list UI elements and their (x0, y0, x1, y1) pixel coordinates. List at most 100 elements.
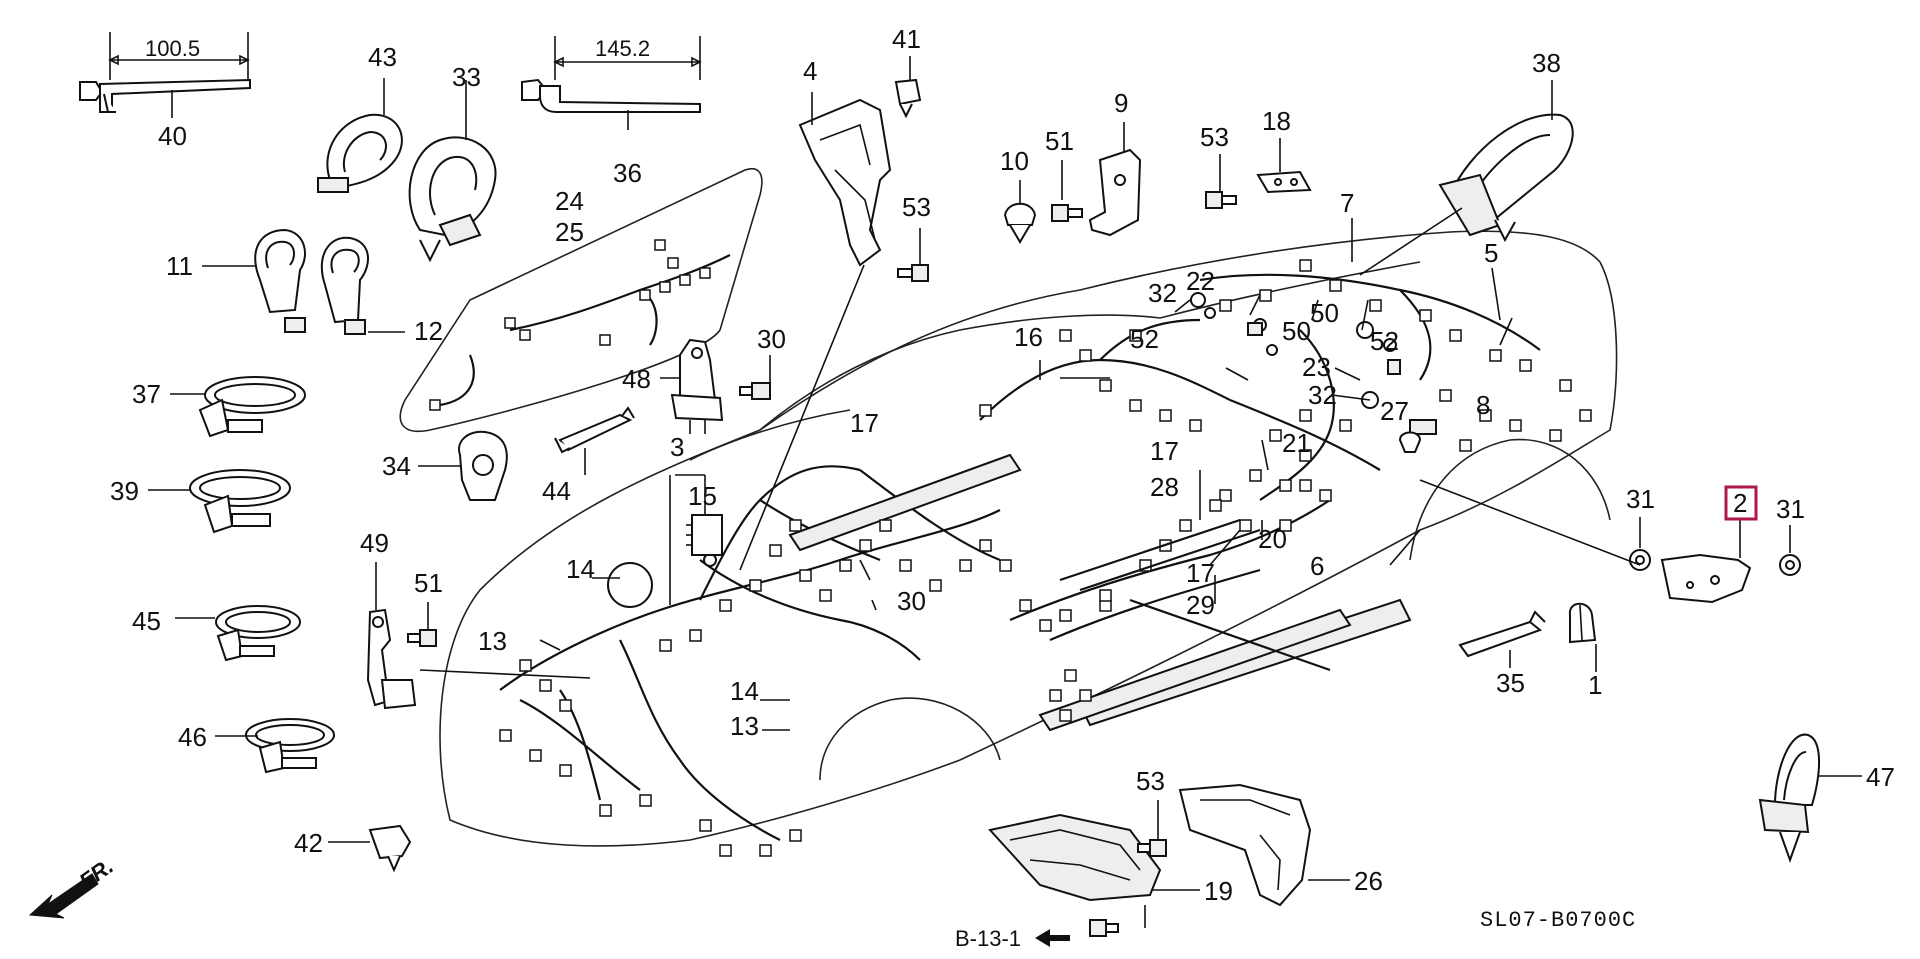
label-49: 49 (360, 528, 389, 558)
part-12-clamp (320, 236, 405, 335)
label-5: 5 (1484, 238, 1498, 268)
label-26: 26 (1354, 866, 1383, 896)
cross-reference-label: B-13-1 (955, 926, 1021, 951)
part-38-band (1438, 80, 1574, 243)
part-39-band-clip (148, 469, 291, 534)
label-17-mid: 17 (1150, 436, 1179, 466)
label-31-left: 31 (1626, 484, 1655, 514)
part-35-bracket (1458, 610, 1546, 668)
label-51-left: 51 (414, 568, 443, 598)
label-51-top: 51 (1045, 126, 1074, 156)
label-31-right: 31 (1776, 494, 1805, 524)
label-42: 42 (294, 828, 323, 858)
part-42-clip (328, 824, 412, 873)
label-30-top: 30 (757, 324, 786, 354)
label-40: 40 (158, 121, 187, 151)
part-34-grommet (418, 430, 508, 501)
part-2-bracket (1419, 479, 1752, 604)
part-33-band (408, 80, 497, 263)
label-2: 2 (1733, 488, 1747, 518)
label-36: 36 (613, 158, 642, 188)
part-labels: 100.5 145.2 40 36 43 33 24 2 5 11 12 3 7 3… (110, 24, 1895, 906)
label-19: 19 (1204, 876, 1233, 906)
part-53-bolt-right (1205, 154, 1237, 209)
label-4: 4 (803, 56, 817, 86)
label-23: 23 (1302, 352, 1331, 382)
label-38: 38 (1532, 48, 1561, 78)
label-29: 29 (1186, 590, 1215, 620)
label-33: 33 (452, 62, 481, 92)
label-3: 3 (670, 432, 684, 462)
part-11-clamp (202, 228, 306, 333)
label-1: 1 (1588, 670, 1602, 700)
label-17-top: 17 (850, 408, 879, 438)
label-34: 34 (382, 451, 411, 481)
part-41-clip (894, 56, 922, 119)
label-52-right: 52 (1370, 326, 1399, 356)
part-19-cover (988, 813, 1200, 928)
part-48-bracket (660, 338, 724, 434)
part-51-bolt (407, 602, 437, 647)
part-31-grommet-left (1629, 517, 1651, 571)
label-8: 8 (1476, 390, 1490, 420)
wire-harness (499, 259, 1592, 857)
label-7: 7 (1340, 188, 1354, 218)
door-panel-outline (399, 168, 763, 433)
label-32-mid: 32 (1308, 380, 1337, 410)
label-44: 44 (542, 476, 571, 506)
part-43-band (317, 78, 403, 193)
part-49-bracket (366, 562, 591, 710)
front-direction-arrow: FR. (28, 853, 118, 919)
label-17-low: 17 (1186, 558, 1215, 588)
label-39: 39 (110, 476, 139, 506)
cross-reference: B-13-1 (955, 926, 1070, 951)
label-16: 16 (1014, 322, 1043, 352)
label-53-right: 53 (1200, 122, 1229, 152)
label-6: 6 (1310, 551, 1324, 581)
dimension-label-40: 100.5 (145, 36, 200, 61)
small-clips (1174, 292, 1437, 453)
part-46-band-clip (215, 718, 335, 774)
label-45: 45 (132, 606, 161, 636)
part-36-clip (521, 36, 702, 130)
part-31-grommet-right (1779, 525, 1801, 576)
dimension-label-36: 145.2 (595, 36, 650, 61)
label-43: 43 (368, 42, 397, 72)
highlight-box (1724, 485, 1758, 521)
label-27: 27 (1380, 396, 1409, 426)
label-47: 47 (1866, 762, 1895, 792)
part-53-bolt (897, 228, 929, 282)
label-9: 9 (1114, 88, 1128, 118)
label-20: 20 (1258, 524, 1287, 554)
part-bolt-bottom-2 (1089, 919, 1119, 937)
part-30-bolt (739, 355, 771, 400)
label-14-mid: 14 (730, 676, 759, 706)
part-9-bracket (1088, 122, 1142, 237)
part-15-relay (669, 474, 723, 605)
label-10: 10 (1000, 146, 1029, 176)
part-4-bracket (739, 92, 892, 571)
label-24: 24 (555, 186, 584, 216)
label-11: 11 (166, 251, 193, 281)
car-body-outline (439, 230, 1618, 847)
part-45-band-clip (175, 605, 301, 662)
leader-lines (539, 207, 1513, 731)
label-53-center: 53 (902, 192, 931, 222)
label-50-left: 50 (1282, 316, 1311, 346)
label-21: 21 (1282, 428, 1311, 458)
label-18: 18 (1262, 106, 1291, 136)
part-40-clip (79, 32, 251, 118)
part-10-clip (1003, 180, 1037, 244)
label-35: 35 (1496, 668, 1525, 698)
label-48: 48 (622, 364, 651, 394)
label-50-right: 50 (1310, 298, 1339, 328)
label-15: 15 (688, 481, 717, 511)
label-52-left: 52 (1130, 324, 1159, 354)
figure-code: SL07-B0700C (1480, 908, 1636, 933)
label-12: 12 (414, 316, 443, 346)
label-41: 41 (892, 24, 921, 54)
part-44-bracket (554, 406, 635, 475)
part-26-cover (1178, 783, 1350, 907)
part-51-bolt-top (1051, 160, 1083, 222)
